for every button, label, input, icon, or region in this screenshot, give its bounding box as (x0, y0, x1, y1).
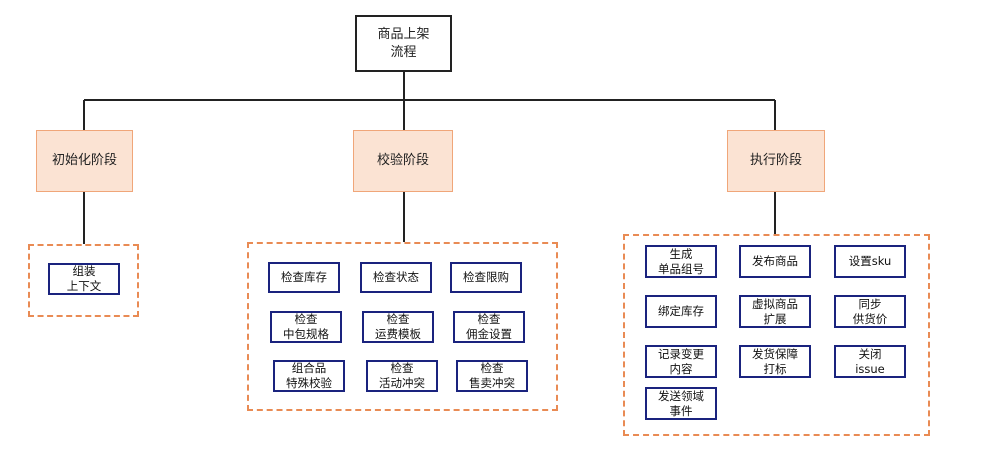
task-publish-product: 发布商品 (739, 245, 811, 278)
phase-execute: 执行阶段 (727, 130, 825, 192)
task-check-activity-conflict: 检查 活动冲突 (366, 360, 438, 392)
task-bind-inventory: 绑定库存 (645, 295, 717, 328)
task-check-status: 检查状态 (360, 262, 432, 293)
task-assemble-context: 组装 上下文 (48, 263, 120, 295)
task-check-sale-conflict: 检查 售卖冲突 (456, 360, 528, 392)
task-check-shipping-template: 检查 运费模板 (362, 311, 434, 343)
task-record-changes: 记录变更 内容 (645, 345, 717, 378)
task-check-pack-spec: 检查 中包规格 (270, 311, 342, 343)
group-execute-tasks (623, 234, 930, 436)
task-virtual-product-extension: 虚拟商品 扩展 (739, 295, 811, 328)
task-sync-supply-price: 同步 供货价 (834, 295, 906, 328)
root-node: 商品上架 流程 (355, 15, 452, 72)
group-validate-tasks (247, 242, 558, 411)
phase-init: 初始化阶段 (36, 130, 133, 192)
phase-validate: 校验阶段 (353, 130, 453, 192)
task-check-purchase-limit: 检查限购 (450, 262, 522, 293)
group-init-tasks (28, 244, 139, 317)
task-generate-group-no: 生成 单品组号 (645, 245, 717, 278)
task-send-domain-event: 发送领域 事件 (645, 387, 717, 420)
task-delivery-guarantee-tag: 发货保障 打标 (739, 345, 811, 378)
task-check-inventory: 检查库存 (268, 262, 340, 293)
task-bundle-special-check: 组合品 特殊校验 (273, 360, 345, 392)
task-close-issue: 关闭 issue (834, 345, 906, 378)
task-check-commission: 检查 佣金设置 (453, 311, 525, 343)
task-set-sku: 设置sku (834, 245, 906, 278)
